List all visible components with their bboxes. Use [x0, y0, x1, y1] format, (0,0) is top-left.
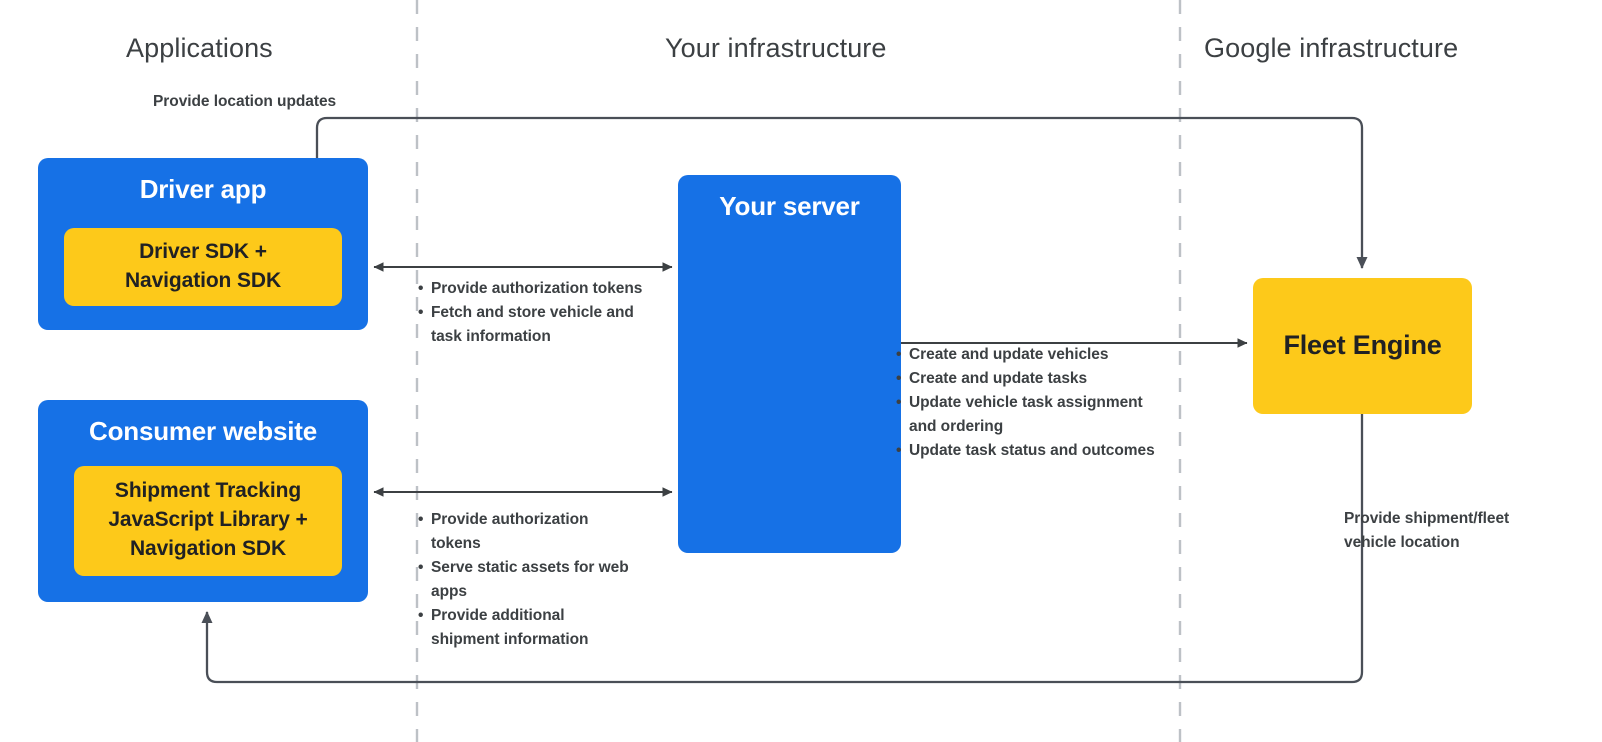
annotation-location-updates: Provide location updates [153, 93, 337, 110]
shipment-tracking-label-line3: Navigation SDK [129, 537, 287, 560]
box-your-server[interactable]: Your server [678, 175, 901, 553]
list-item: Provide authorization tokens [418, 277, 653, 301]
annotation-consumer-server-bullets: Provide authorization tokens Serve stati… [418, 508, 633, 652]
column-header-your-infrastructure: Your infrastructure [665, 33, 887, 63]
list-item: Fetch and store vehicle and task informa… [418, 301, 653, 349]
annotation-shipment-fleet-location: Provide shipment/fleet vehicle location [1344, 507, 1584, 555]
driver-sdk-label-line1: Driver SDK + [139, 240, 267, 263]
box-fleet-engine[interactable]: Fleet Engine [1253, 278, 1472, 414]
column-header-google-infrastructure: Google infrastructure [1204, 33, 1459, 63]
list-item: Serve static assets for web apps [418, 556, 633, 604]
consumer-website-title: Consumer website [89, 416, 317, 446]
fleet-engine-title: Fleet Engine [1283, 330, 1442, 360]
box-driver-sdk[interactable]: Driver SDK + Navigation SDK [64, 228, 342, 306]
annotation-server-fleet-bullets: Create and update vehicles Create and up… [896, 343, 1156, 463]
list-item: Provide additional shipment information [418, 604, 633, 652]
box-shipment-tracking-library[interactable]: Shipment Tracking JavaScript Library + N… [74, 466, 342, 576]
annotation-shipment-fleet-line1: Provide shipment/fleet [1344, 510, 1510, 527]
annotation-driver-server-bullets: Provide authorization tokens Fetch and s… [418, 277, 653, 349]
column-header-applications: Applications [126, 33, 273, 63]
list-item: Create and update tasks [896, 367, 1156, 391]
driver-sdk-label-line2: Navigation SDK [124, 269, 282, 292]
shipment-tracking-label-line1: Shipment Tracking [114, 479, 302, 502]
driver-app-title: Driver app [139, 174, 267, 204]
list-item: Update task status and outcomes [896, 439, 1156, 463]
box-consumer-website[interactable]: Consumer website Shipment Tracking JavaS… [38, 400, 368, 602]
list-item: Provide authorization tokens [418, 508, 633, 556]
your-server-title: Your server [719, 191, 860, 221]
list-item: Create and update vehicles [896, 343, 1156, 367]
box-driver-app[interactable]: Driver app Driver SDK + Navigation SDK [38, 158, 368, 330]
list-item: Update vehicle task assignment and order… [896, 391, 1156, 439]
annotation-shipment-fleet-line2: vehicle location [1344, 534, 1460, 551]
shipment-tracking-label-line2: JavaScript Library + [108, 508, 308, 531]
